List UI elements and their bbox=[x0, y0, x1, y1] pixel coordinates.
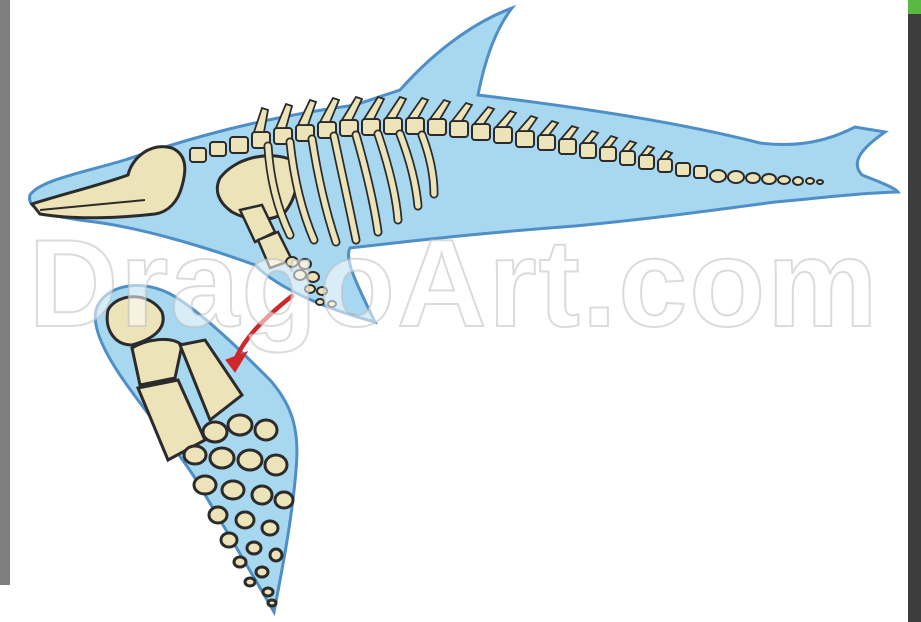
right-edge-strip bbox=[908, 0, 921, 622]
right-edge-accent bbox=[908, 0, 921, 14]
red-arrow-icon bbox=[226, 296, 292, 372]
